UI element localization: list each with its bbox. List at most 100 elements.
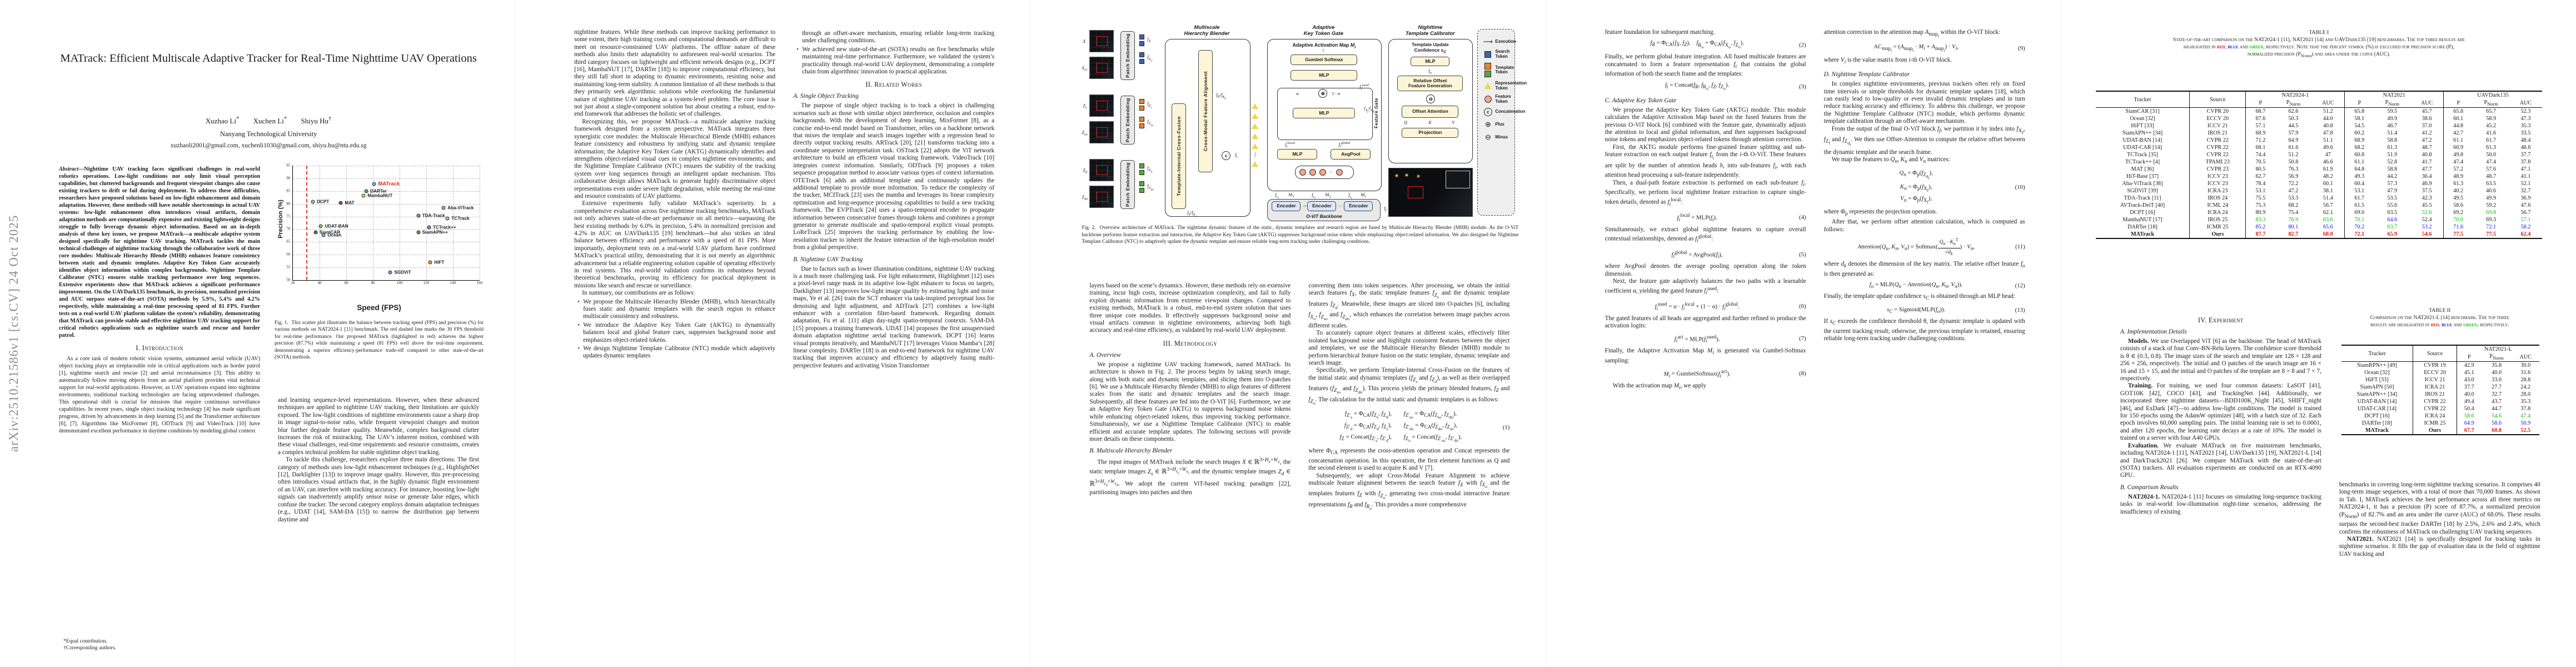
- flow-arrow: ↑: [1322, 48, 1325, 54]
- footnotes: *Equal contribution. †Corresponding auth…: [59, 638, 260, 651]
- metric-value: 47.2: [2288, 188, 2299, 195]
- gridline: [293, 267, 480, 268]
- equation-5: figlobal = AvgPool(fi), (5): [1671, 249, 1806, 260]
- dynamic-template-o-thumb: [1089, 186, 1114, 208]
- metric-value: 54.6: [2492, 413, 2502, 420]
- paragraph: Subsequently, we adopt Cross-Modal Featu…: [1308, 472, 1510, 511]
- data-point-label: MAT: [345, 200, 355, 206]
- tracker-name: UDAT-CAR [14]: [2122, 145, 2163, 151]
- metric-value: 60.8: [2344, 151, 2374, 159]
- input-label-zdo: Zdo: [1082, 195, 1088, 201]
- metric-value: 47.1: [2520, 166, 2531, 173]
- fig1-caption: Fig. 1. This scatter plot illustrates th…: [275, 320, 484, 361]
- metric-value: 31.6: [2520, 370, 2531, 376]
- data-point-label: UDAT-BAN: [325, 223, 348, 229]
- metric-value: 71.6: [2443, 223, 2473, 231]
- metric-value: 52.5: [2520, 427, 2531, 434]
- template-token: [1139, 106, 1145, 111]
- metric-value: 67.6: [2245, 115, 2275, 123]
- data-point-label: TCTrack++: [432, 225, 456, 230]
- bullet-text: We propose the Multiscale Hierarchy Blen…: [583, 298, 776, 320]
- paragraph: From the output of the final O-ViT block…: [1823, 125, 2025, 156]
- data-point-label: MATrack: [378, 181, 400, 187]
- page-2: nighttime features. While these methods …: [515, 0, 1030, 667]
- input-label-xo: XO: [1082, 66, 1088, 72]
- y-tick-label: 60: [286, 252, 290, 257]
- metric-value: 40.8: [2323, 123, 2333, 130]
- data-point-SiamAPN++: [416, 230, 421, 235]
- tracker-source: Ours: [2413, 427, 2457, 435]
- data-point-Aba-ViTrack: [441, 206, 446, 210]
- paragraph: Training. For training, we used four com…: [2120, 382, 2321, 442]
- metric-value: 65.6: [2323, 224, 2333, 231]
- metric-value: 60.4: [2344, 180, 2374, 188]
- page3-col2: converting them into token sequences. Af…: [1308, 282, 1509, 512]
- paragraph: layers based on the scene’s dynamics. Ho…: [1089, 282, 1291, 334]
- data-point-label: SiamAPN++: [422, 230, 449, 235]
- metric-value: 70.2: [2344, 223, 2374, 231]
- paragraph: Finally, the template update confidence …: [1823, 293, 2015, 302]
- metric-value: 46.7: [2387, 123, 2398, 130]
- abstract-text: Abstract—Nighttime UAV tracking faces si…: [59, 166, 260, 339]
- legend-label: Template Token: [1495, 64, 1514, 74]
- metric-value: 68.2: [2288, 202, 2299, 209]
- metric-value: 36.4: [2421, 173, 2432, 180]
- metric-value: 80.5: [2245, 166, 2275, 173]
- metric-value: 52.4: [2421, 217, 2432, 223]
- equation-9: ACmapi = (Amapi · Mi + Amapi) · Vi, (9): [1874, 43, 2025, 53]
- feature-label-fglobal: flglobal: [1338, 141, 1351, 149]
- metric-value: 46.9: [2421, 181, 2432, 187]
- metric-value: 57.1: [2245, 122, 2275, 130]
- metric-value: 53.5: [2387, 195, 2398, 202]
- paragraph: where Vi is the value matrix from i-th O…: [1823, 57, 1952, 66]
- metric-value: 47.7: [2421, 166, 2432, 173]
- gridline: [293, 178, 480, 179]
- metric-value: 47: [2325, 152, 2331, 158]
- tracker-name: HiFT [33]: [2131, 123, 2154, 130]
- metric-value: 61.7: [2486, 137, 2497, 144]
- contribution-bullet-4: • We achieved new state-of-the-art (SOTA…: [793, 46, 994, 76]
- metric-value: 35.8: [2492, 362, 2502, 369]
- feature-token: [1299, 169, 1307, 176]
- subsection-implementation-details: A. Implementation Details: [2120, 328, 2187, 335]
- metric-value: 50.4: [2457, 405, 2482, 413]
- template-internal-cross-fusion-block: Template-Internal Cross-Fusion: [1172, 103, 1187, 209]
- y-tick-label: 65: [286, 240, 290, 244]
- tracker-source: CVPR 23: [2189, 166, 2246, 173]
- metric-value: 62.1: [2323, 210, 2333, 216]
- tracker-name: SiamRPN++ [49]: [2357, 362, 2397, 369]
- avgpool-block: AvgPool: [1331, 149, 1371, 160]
- template-token-dynamic: [1139, 188, 1145, 193]
- tracker-name: MambaNUT [17]: [2122, 217, 2163, 223]
- metric-value: 71.2: [2245, 137, 2275, 145]
- footnote-corresponding: †Corresponding authors.: [63, 644, 116, 651]
- table1-caption: TABLE I State-of-the-art comparison on t…: [2096, 29, 2542, 59]
- tracker-source: CVPR 19: [2413, 361, 2457, 370]
- metric-value: 30.0: [2520, 362, 2531, 369]
- metric-value: 47.4: [2443, 158, 2473, 166]
- x-tick-label: 100: [396, 281, 403, 285]
- metric-value: 70.0: [2443, 216, 2473, 224]
- y-tick-label: 55: [286, 265, 290, 270]
- input-label-zso: Zso: [1082, 130, 1088, 137]
- bluesq-icon: [1481, 51, 1495, 58]
- x-tick-label: 60: [344, 281, 348, 285]
- paragraph: In complex nighttime environments, previ…: [1823, 81, 2025, 125]
- metric-value: 76.3: [2288, 166, 2299, 173]
- metric-value: 65.7: [2486, 108, 2497, 115]
- tracker-source: ICRA 24: [2189, 209, 2246, 217]
- subsection-single-object-tracking: A. Single Object Tracking: [793, 93, 859, 100]
- legend-label: Execution: [1495, 38, 1516, 44]
- equation-8: Mi = GumbelSoftmax(fiact). (8): [1663, 369, 1806, 379]
- equation-12: fo = MLP(Qn − Attention(Qn, Kn, Vn)). (1…: [1869, 281, 2025, 290]
- paragraph: NAT2021. NAT2021 [14] is specifically de…: [2339, 536, 2540, 558]
- encoder-block-1: Encoder: [1272, 201, 1301, 211]
- metric-value: 61.6: [2288, 145, 2299, 151]
- metric-value: 40.6: [2486, 188, 2497, 195]
